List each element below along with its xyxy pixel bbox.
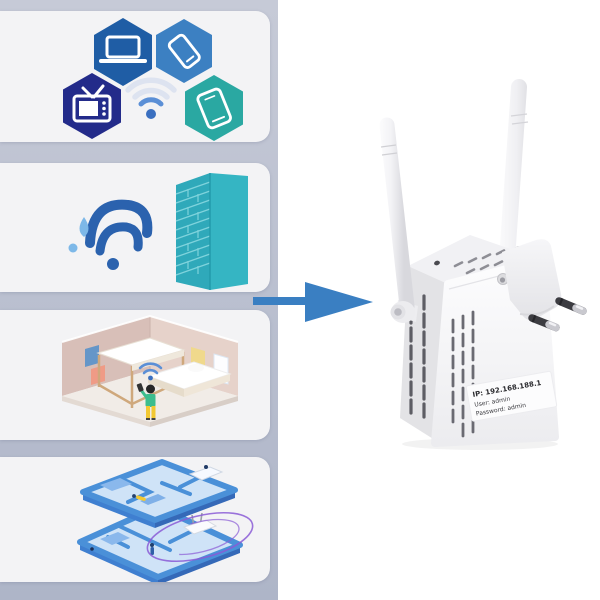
tiny-pet bbox=[90, 547, 94, 551]
panel-extended-coverage bbox=[0, 457, 270, 582]
wifi-icon bbox=[125, 77, 177, 119]
floor-edge bbox=[150, 396, 238, 427]
loft-bed bbox=[96, 337, 186, 408]
isometric-floorplan bbox=[77, 459, 254, 582]
shirt bbox=[145, 394, 156, 407]
tiny-person-desk bbox=[188, 465, 224, 481]
wifi-repeater: IP: 192.168.188.1 User: admin Password: … bbox=[379, 79, 587, 450]
floorplan-upper-level bbox=[80, 459, 238, 528]
pants bbox=[146, 406, 150, 418]
tiny-person bbox=[150, 543, 154, 555]
brick-wall bbox=[175, 173, 248, 290]
floorplan-lower-level bbox=[77, 504, 243, 582]
panel-signal-blocked bbox=[0, 163, 270, 292]
blocked-signal-art bbox=[68, 173, 248, 290]
drooping-wifi-icon bbox=[85, 199, 153, 270]
reset-hole bbox=[434, 260, 440, 266]
tiny-person-lying bbox=[132, 494, 146, 502]
droplet-icon bbox=[68, 217, 89, 253]
floor-edge bbox=[62, 396, 150, 427]
coverage-ring bbox=[146, 511, 254, 563]
wall-art-blue bbox=[85, 345, 99, 367]
plug-pin-upper bbox=[555, 297, 587, 315]
antenna-left bbox=[379, 117, 418, 323]
phone bbox=[136, 383, 144, 392]
person-with-phone bbox=[136, 383, 156, 420]
panel-weak-coverage-room bbox=[0, 310, 270, 440]
bed bbox=[146, 361, 232, 397]
smartphone-icon bbox=[156, 19, 212, 83]
connected-devices-art bbox=[63, 18, 243, 141]
plug-pin-lower bbox=[528, 314, 560, 332]
head bbox=[146, 384, 155, 394]
laptop-icon bbox=[94, 18, 152, 86]
isometric-room bbox=[61, 314, 239, 427]
arrow-right-icon bbox=[253, 282, 373, 322]
wifi-icon bbox=[138, 362, 163, 381]
tv-icon bbox=[63, 73, 121, 139]
panel-connected-devices bbox=[0, 11, 270, 142]
tablet-icon bbox=[185, 75, 243, 141]
device-label: IP: 192.168.188.1 User: admin Password: … bbox=[465, 370, 558, 422]
eu-plug bbox=[502, 239, 587, 332]
antenna-right bbox=[500, 79, 529, 253]
